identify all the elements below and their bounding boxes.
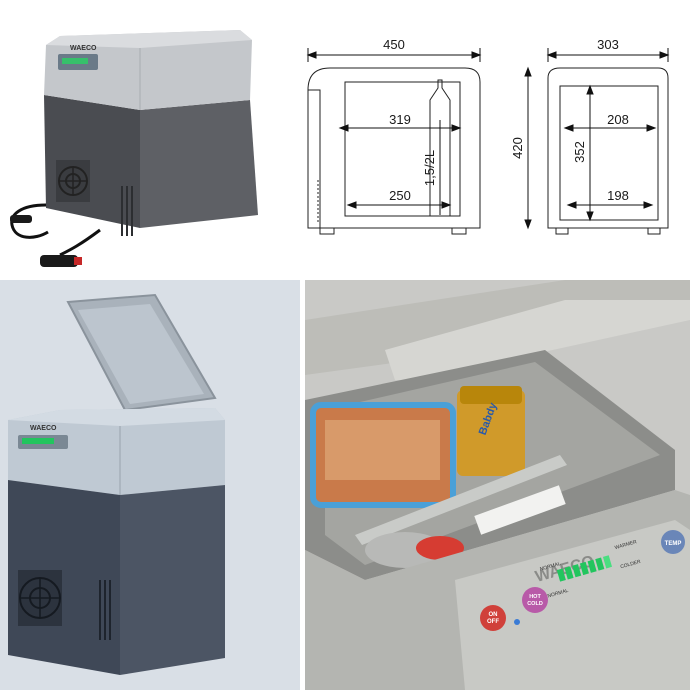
- side-vents: [99, 580, 111, 640]
- product-photo-front: WAECO: [0, 0, 270, 275]
- red-cup: [416, 536, 464, 560]
- side-vents: [121, 186, 133, 236]
- temp-label: TEMP: [665, 541, 682, 547]
- height-inner-label: 352: [572, 141, 587, 163]
- depth-inner-top-label: 208: [607, 112, 629, 127]
- cooler-open-illustration: WAECO: [8, 293, 225, 675]
- product-photo-open-lid: WAECO: [0, 280, 300, 690]
- on-off-button[interactable]: ON OFF: [480, 605, 506, 631]
- control-panel: WAECO NORMAL WARMER COLDER NORMAL: [455, 520, 690, 690]
- brand-logo: WAECO: [70, 45, 97, 52]
- bottle-volume-label: 1,5/2L: [422, 150, 437, 186]
- front-view-outline: [547, 67, 669, 229]
- divider: [355, 455, 567, 545]
- width-inner-bottom-label: 250: [389, 188, 411, 203]
- width-inner-top-label: 319: [389, 112, 411, 127]
- lid-inner: [78, 304, 204, 404]
- on-off-label-line2: OFF: [487, 619, 499, 625]
- cooler-body-side: [120, 485, 225, 675]
- cooler-closeup-illustration: Babdy WAECO NORMAL WARMER COLDER NORMAL: [305, 280, 690, 690]
- colder-label: COLDER: [620, 559, 642, 571]
- depth-outer-label: 303: [597, 37, 619, 52]
- status-led: [514, 619, 520, 625]
- cooler-body-front: [8, 480, 120, 675]
- normal-label: NORMAL: [539, 561, 561, 573]
- bottle-outline: [429, 79, 451, 217]
- car-plug: [40, 255, 78, 267]
- temp-button[interactable]: TEMP: [661, 530, 685, 554]
- cooler-body-side: [140, 100, 258, 228]
- mains-plug: [10, 215, 32, 223]
- hot-cold-label-line1: HOT: [529, 594, 541, 600]
- depth-inner-bottom-label: 198: [607, 188, 629, 203]
- cooler-lid: [44, 30, 252, 110]
- cooler-illustration: WAECO: [10, 30, 258, 267]
- product-photo-closeup: Babdy WAECO NORMAL WARMER COLDER NORMAL: [305, 280, 690, 690]
- normal-label-2: NORMAL: [547, 588, 569, 600]
- on-off-label-line1: ON: [489, 612, 498, 618]
- dimension-drawing: 450 303 420 319 250 1,5/2L 208 198 352: [290, 0, 690, 275]
- cooler-upper: [8, 408, 225, 495]
- dimension-diagram: 450 303 420 319 250 1,5/2L 208 198 352: [306, 37, 670, 235]
- brand-logo: WAECO: [30, 425, 57, 432]
- width-outer-label: 450: [383, 37, 405, 52]
- cooler-lid-top: [46, 30, 252, 48]
- power-cable: [10, 203, 49, 239]
- height-outer-label: 420: [510, 137, 525, 159]
- baby-food-jar: [457, 390, 525, 476]
- side-view-outline: [307, 67, 481, 229]
- hot-cold-label-line2: COLD: [527, 601, 543, 607]
- led-scale: NORMAL WARMER COLDER NORMAL: [539, 539, 642, 600]
- hot-cold-button[interactable]: HOT COLD: [522, 587, 548, 613]
